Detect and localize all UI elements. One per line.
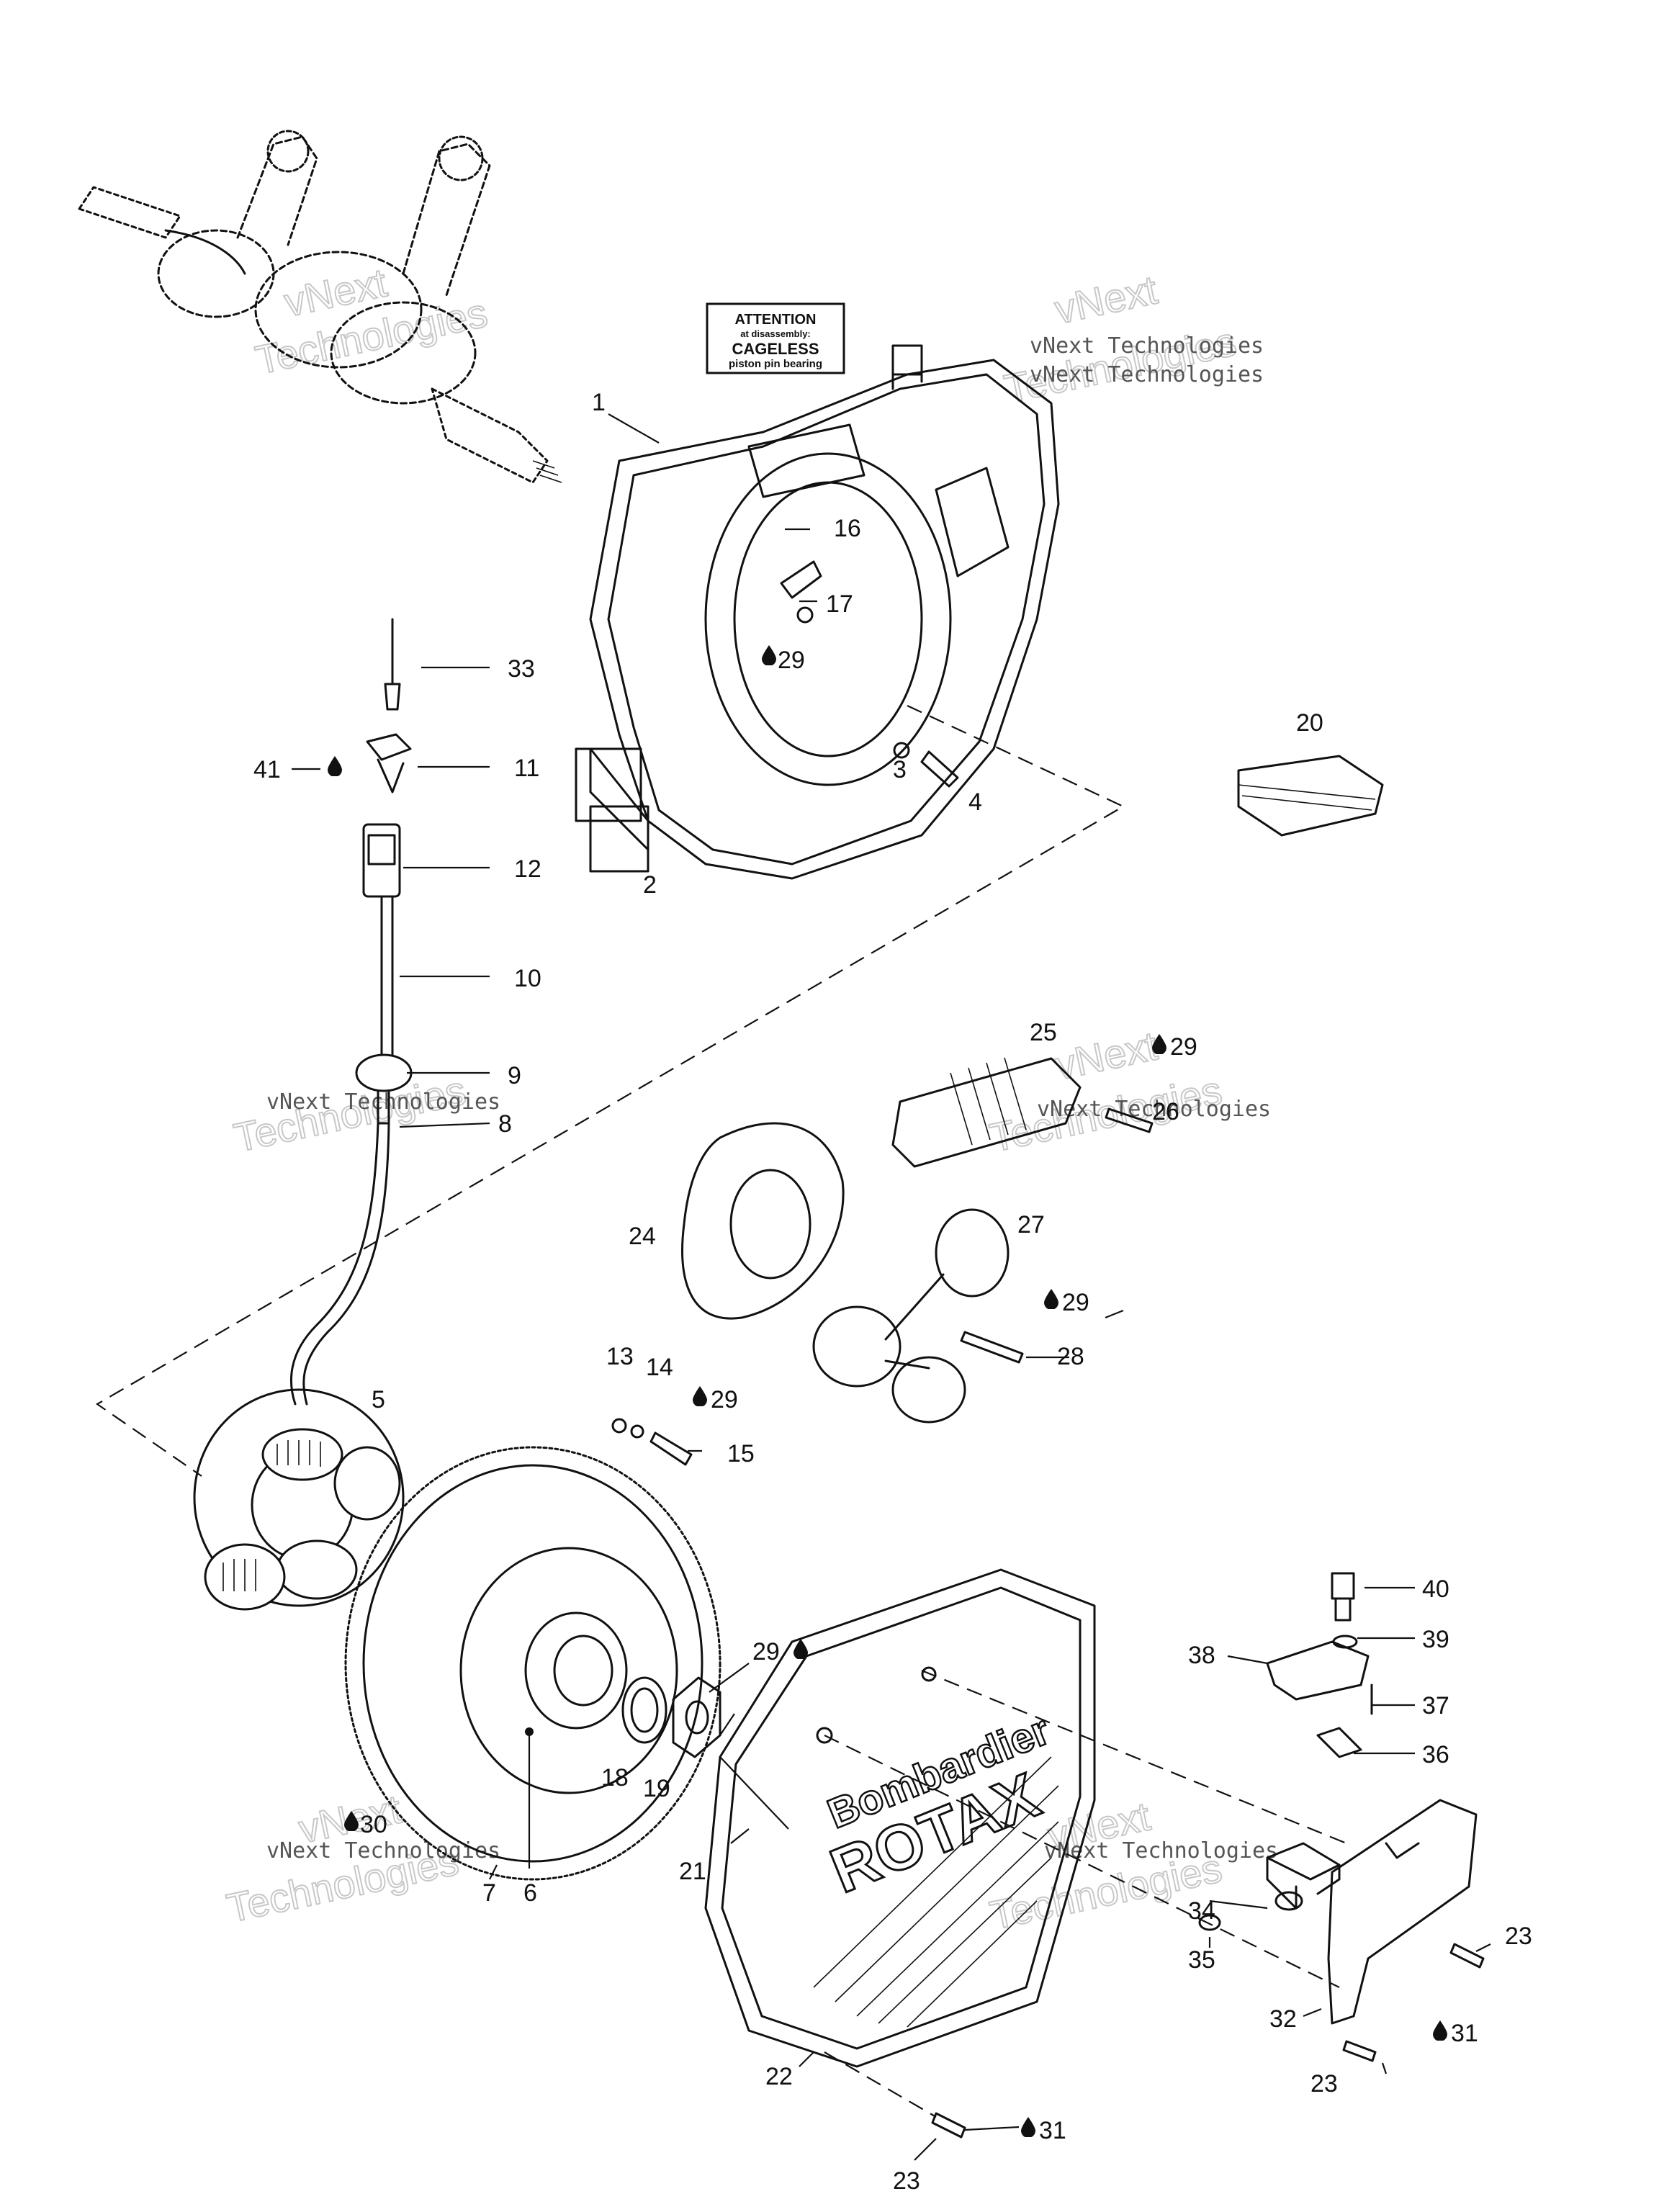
callout-40: 40 [1422, 1575, 1449, 1603]
callout-25: 25 [1030, 1019, 1057, 1046]
callout-31-bottom: 31 [1039, 2117, 1066, 2144]
watermark-small-1: vNext Technologies [1030, 333, 1264, 359]
callout-37: 37 [1422, 1692, 1449, 1719]
bracket-part-32 [1198, 1799, 1478, 2025]
drop-icon-5 [693, 1386, 707, 1406]
hardware-36-40 [1266, 1572, 1373, 1758]
callout-23-right: 23 [1505, 1923, 1532, 1950]
callout-8: 8 [498, 1110, 512, 1138]
callout-16: 16 [834, 515, 861, 542]
callout-29-screw: 29 [711, 1386, 738, 1413]
fan-housing [575, 344, 1060, 880]
callout-35: 35 [1188, 1946, 1215, 1974]
stator-part-5 [193, 1388, 405, 1611]
callout-14: 14 [646, 1354, 673, 1381]
callout-6: 6 [523, 1879, 537, 1907]
lubrication-symbols [328, 645, 1447, 2137]
drop-icon-2 [328, 756, 342, 776]
assembly-line-3 [824, 1735, 1340, 1988]
watermark-small-2: vNext Technologies [266, 1089, 500, 1115]
small-hardware-13-15 [611, 1418, 693, 1466]
callout-26: 26 [1152, 1098, 1179, 1125]
callout-31-right: 31 [1451, 2020, 1478, 2047]
screws-23 [931, 1943, 1485, 2139]
callout-12: 12 [514, 855, 541, 883]
callout-29-coil: 29 [1170, 1033, 1197, 1061]
callout-29-bracket: 29 [1062, 1289, 1089, 1316]
callout-33: 33 [508, 655, 535, 683]
leader-lines [292, 413, 1491, 2161]
drop-icon-8 [1433, 2020, 1447, 2041]
part-20-pad [1237, 755, 1384, 837]
callout-2: 2 [643, 871, 657, 899]
callout-29-housing: 29 [778, 647, 805, 674]
drop-icon-4 [1044, 1289, 1058, 1309]
sticker-line1: ATTENTION [735, 312, 817, 328]
callout-10: 10 [514, 965, 541, 992]
attention-sticker: ATTENTION at disassembly: CAGELESS pisto… [706, 302, 845, 374]
callout-22: 22 [765, 2063, 793, 2090]
callout-4: 4 [968, 788, 982, 816]
assembly-line-4 [824, 2051, 937, 2118]
watermarks: Technologies vNext Technologies vNext Te… [222, 258, 1278, 1938]
part-27-bracket [812, 1208, 1024, 1424]
flywheel-part-6 [344, 1446, 721, 1881]
crankshaft-illustration [78, 130, 562, 484]
watermark-small-1b: vNext Technologies [1030, 362, 1264, 387]
callout-34: 34 [1188, 1897, 1215, 1925]
callout-9: 9 [508, 1062, 521, 1089]
callout-17: 17 [826, 590, 853, 618]
assembly-line-2 [921, 1669, 1347, 1845]
watermark-top-4: vNext [1051, 1022, 1161, 1088]
drop-icon-9 [1021, 2117, 1035, 2137]
callout-3: 3 [893, 756, 907, 783]
sensor-assembly [289, 618, 413, 1406]
callout-labels: 1 2 3 4 5 6 7 8 9 10 11 12 13 14 15 16 1… [253, 389, 1532, 2195]
callout-36: 36 [1422, 1741, 1449, 1768]
callout-7: 7 [482, 1879, 496, 1907]
callout-5: 5 [372, 1386, 385, 1413]
housing-hardware [780, 560, 959, 788]
drop-icon-6 [793, 1639, 808, 1659]
watermark-small-4: vNext Technologies [266, 1838, 500, 1863]
callout-30: 30 [360, 1811, 387, 1838]
callout-21: 21 [679, 1858, 706, 1885]
callout-32: 32 [1269, 2005, 1297, 2033]
callout-20: 20 [1296, 709, 1323, 737]
callout-27: 27 [1017, 1211, 1045, 1238]
callout-23-bottom: 23 [893, 2167, 920, 2195]
callout-29-cover: 29 [752, 1638, 780, 1665]
callout-19: 19 [643, 1775, 670, 1802]
watermark-top-2: vNext [1051, 266, 1161, 332]
callout-18: 18 [601, 1764, 629, 1791]
callout-24: 24 [629, 1223, 656, 1250]
part-25-coil [891, 1057, 1154, 1168]
sticker-line4: piston pin bearing [729, 358, 822, 370]
callout-15: 15 [727, 1440, 755, 1467]
callout-11: 11 [514, 755, 539, 782]
callout-38: 38 [1188, 1642, 1215, 1669]
watermark-small-3: vNext Technologies [1037, 1097, 1271, 1122]
sticker-line2: at disassembly: [740, 328, 811, 339]
callout-1: 1 [592, 389, 606, 416]
callout-23-mid: 23 [1310, 2070, 1338, 2098]
part-24-plate [681, 1122, 845, 1320]
drop-icon-1 [762, 645, 776, 665]
callout-13: 13 [606, 1343, 634, 1370]
sticker-line3: CAGELESS [732, 340, 819, 358]
callout-41: 41 [253, 756, 281, 783]
callout-39: 39 [1422, 1626, 1449, 1653]
callout-28: 28 [1057, 1343, 1084, 1370]
